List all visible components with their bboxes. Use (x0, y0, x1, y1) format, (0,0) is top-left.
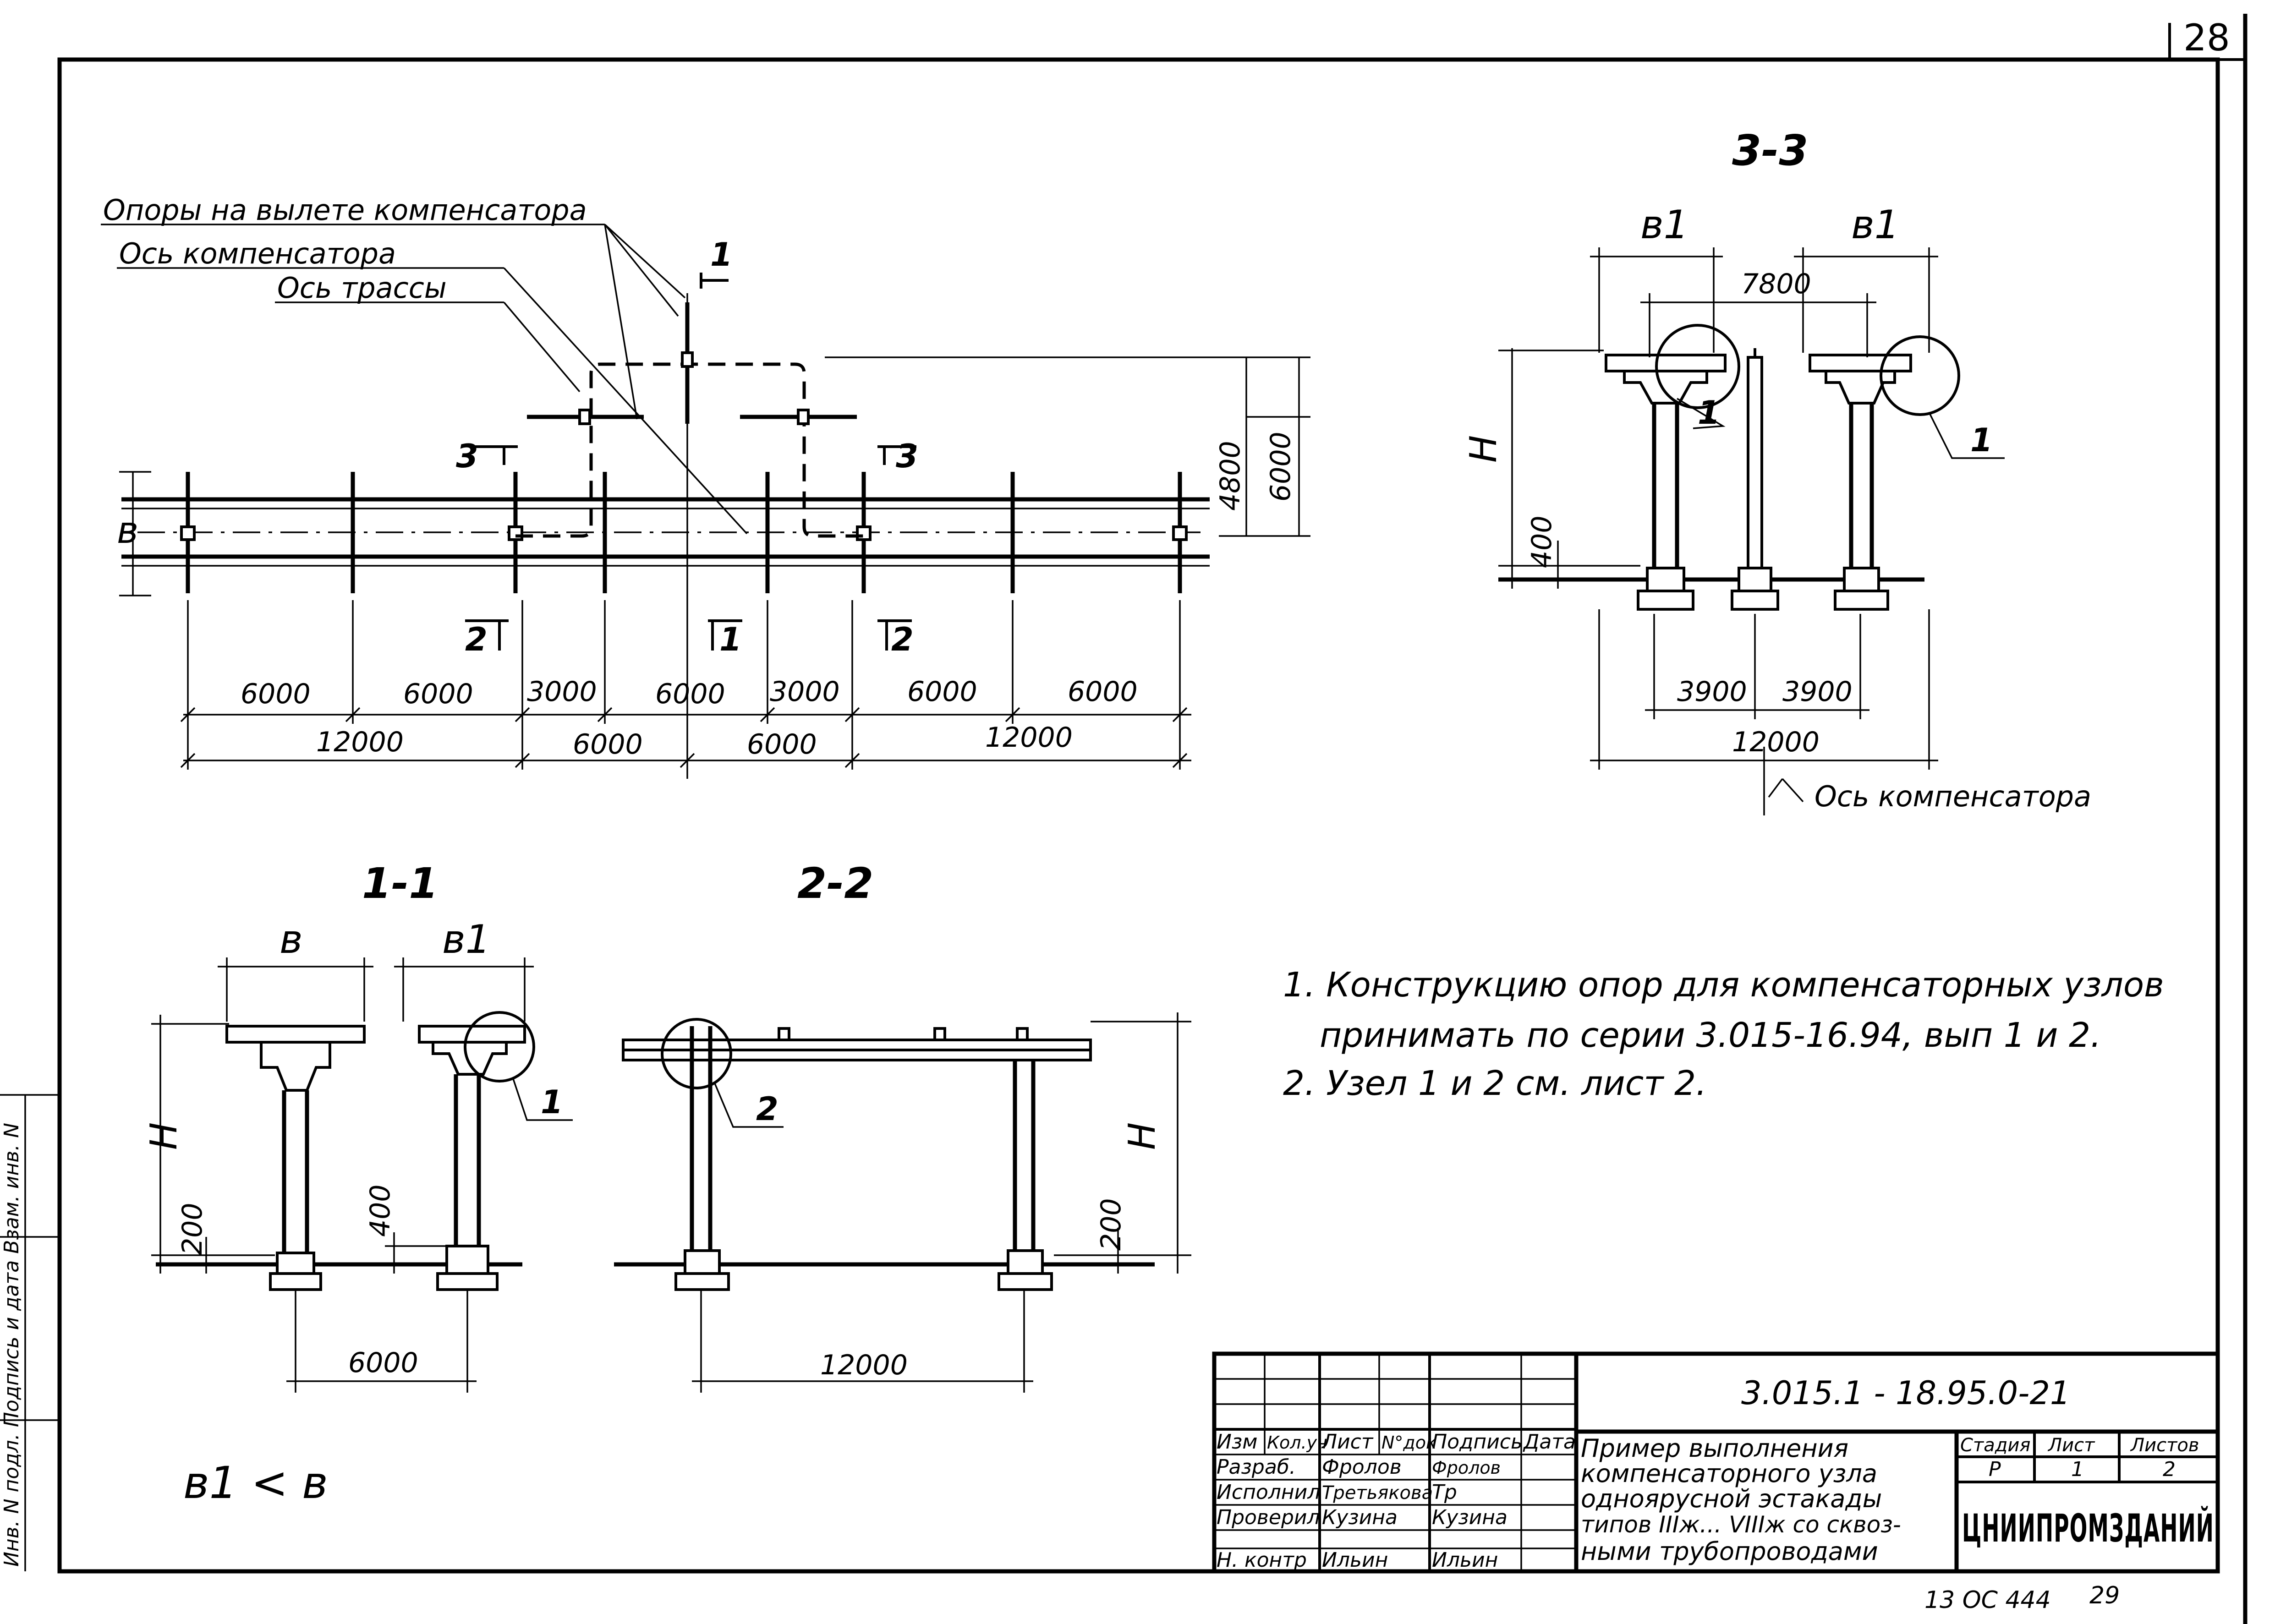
page-number: 28 (2183, 16, 2230, 59)
tb-sheets-label: Листов (2130, 1435, 2199, 1456)
tb-title-1: Пример выполнения (1581, 1434, 1848, 1463)
tb-title-5: ными трубопроводами (1581, 1537, 1878, 1566)
doc-code: 3.015.1 - 18.95.0-21 (1741, 1374, 2070, 1412)
tb-role-3: Проверил (1217, 1506, 1320, 1529)
tb-title-3: одноярусной эстакады (1581, 1484, 1882, 1513)
tb-role-2: Исполнил (1217, 1481, 1320, 1504)
s11-node: 1 (541, 1083, 563, 1121)
tb-role-1: Разраб. (1217, 1455, 1296, 1479)
tb-col-izm: Изм (1217, 1430, 1258, 1454)
tb-sheet-label: Лист (2047, 1435, 2095, 1456)
tb-sign-4: Ильин (1432, 1548, 1498, 1572)
span-top-1: 6000 (241, 678, 311, 710)
span-bottom-4: 12000 (985, 722, 1073, 754)
span-bottom-1: 12000 (316, 726, 404, 758)
cut-2-right: 2 (891, 621, 914, 658)
s33-axis-label: Ось компенсатора (1815, 780, 2091, 813)
s33-dim-400: 400 (1526, 515, 1558, 568)
span-bottom-3: 6000 (747, 728, 817, 760)
s11-H: H (143, 1122, 185, 1150)
plan-dim-b: в (117, 509, 138, 552)
s22-dim-12000: 12000 (820, 1349, 908, 1381)
s22-H: H (1121, 1122, 1163, 1150)
plan-dim-4800: 4800 (1214, 441, 1246, 511)
span-top-6: 6000 (907, 676, 977, 708)
span-top-7: 6000 (1068, 676, 1138, 708)
tb-col-list: Лист (1321, 1430, 1374, 1454)
note-line-1: 1. Конструкцию опор для компенсаторных у… (1283, 965, 2164, 1005)
section-3-3 (1498, 247, 2005, 815)
tb-sheets: 2 (2163, 1458, 2176, 1481)
s33-b1-left: в1 (1640, 202, 1688, 248)
span-top-3: 3000 (527, 676, 597, 708)
leader-route-axis: Ось трассы (277, 271, 447, 305)
section-1-1-title: 1-1 (362, 859, 438, 908)
tb-sign-2: Тр (1432, 1481, 1457, 1504)
span-bottom-2: 6000 (573, 728, 643, 760)
tb-col-koluch: Кол.уч (1267, 1433, 1327, 1453)
tb-role-4: Н. контр (1217, 1548, 1307, 1572)
note-line-3: 2. Узел 1 и 2 см. лист 2. (1283, 1064, 1707, 1103)
s22-dim-200: 200 (1095, 1198, 1127, 1251)
s33-dim-7800: 7800 (1741, 268, 1811, 300)
tb-stage: Р (1989, 1458, 2001, 1481)
s33-b1-right: в1 (1851, 202, 1899, 248)
section-2-2 (614, 1012, 1191, 1393)
tb-title-4: типов IIIж... VIIIж со сквоз- (1581, 1511, 1901, 1538)
s33-dim-3900a: 3900 (1677, 676, 1747, 708)
cut-2-left: 2 (465, 621, 488, 658)
tb-name-3: Кузина (1322, 1506, 1398, 1529)
tb-sign-3: Кузина (1432, 1506, 1508, 1529)
tb-col-podpis: Подпись (1432, 1430, 1523, 1454)
cut-1-bottom: 1 (719, 621, 742, 658)
title-block (1212, 1351, 2220, 1574)
span-top-5: 3000 (770, 676, 840, 708)
cut-3-left: 3 (456, 437, 478, 475)
s33-dim-12000: 12000 (1732, 726, 1820, 758)
leader-supports: Опоры на вылете компенсатора (103, 193, 587, 227)
tb-sign-1: Фролов (1432, 1458, 1501, 1478)
tb-col-ndoc: N°док (1381, 1433, 1436, 1453)
plan-view (101, 224, 1310, 779)
tb-name-1: Фролов (1322, 1455, 1402, 1479)
span-top-2: 6000 (403, 678, 473, 710)
cut-3-right: 3 (896, 437, 918, 475)
s33-dim-3900b: 3900 (1782, 676, 1853, 708)
tb-org: ЦНИИПРОМЗДАНИЙ (1962, 1506, 2214, 1551)
relation-b1-b: в1 < в (183, 1457, 328, 1509)
bottom-code: 13 ОС 444 (1924, 1586, 2051, 1614)
cut-1-top: 1 (710, 236, 733, 273)
leader-comp-axis: Ось компенсатора (119, 237, 396, 270)
s11-dim-200: 200 (176, 1203, 208, 1255)
sheet-frame (0, 14, 2248, 1624)
section-2-2-title: 2-2 (797, 859, 873, 908)
s22-node: 2 (756, 1090, 778, 1128)
section-3-3-title: 3-3 (1732, 126, 1808, 175)
s11-dim-6000: 6000 (348, 1347, 418, 1379)
s33-node-1b: 1 (1970, 421, 1993, 459)
s11-b1: в1 (442, 917, 490, 962)
tb-title-2: компенсаторного узла (1581, 1459, 1877, 1488)
s33-node-1a: 1 (1698, 394, 1720, 432)
tb-name-2: Третьякова (1322, 1482, 1433, 1504)
tb-col-data: Дата (1523, 1430, 1576, 1454)
span-top-4: 6000 (655, 678, 725, 710)
tb-stage-label: Стадия (1960, 1435, 2030, 1456)
section-1-1 (151, 957, 573, 1393)
side-stamp: Инв. N подл. Подпись и дата Взам. инв. N (0, 1123, 23, 1567)
tb-name-4: Ильин (1322, 1548, 1388, 1572)
plan-dim-6000-v: 6000 (1265, 432, 1297, 502)
note-line-2: принимать по серии 3.015-16.94, вып 1 и … (1320, 1016, 2101, 1055)
s11-b: в (280, 917, 303, 962)
bottom-page: 29 (2089, 1582, 2120, 1609)
s11-dim-400: 400 (364, 1184, 396, 1237)
tb-sheet: 1 (2071, 1458, 2084, 1481)
s33-H: H (1462, 435, 1505, 463)
